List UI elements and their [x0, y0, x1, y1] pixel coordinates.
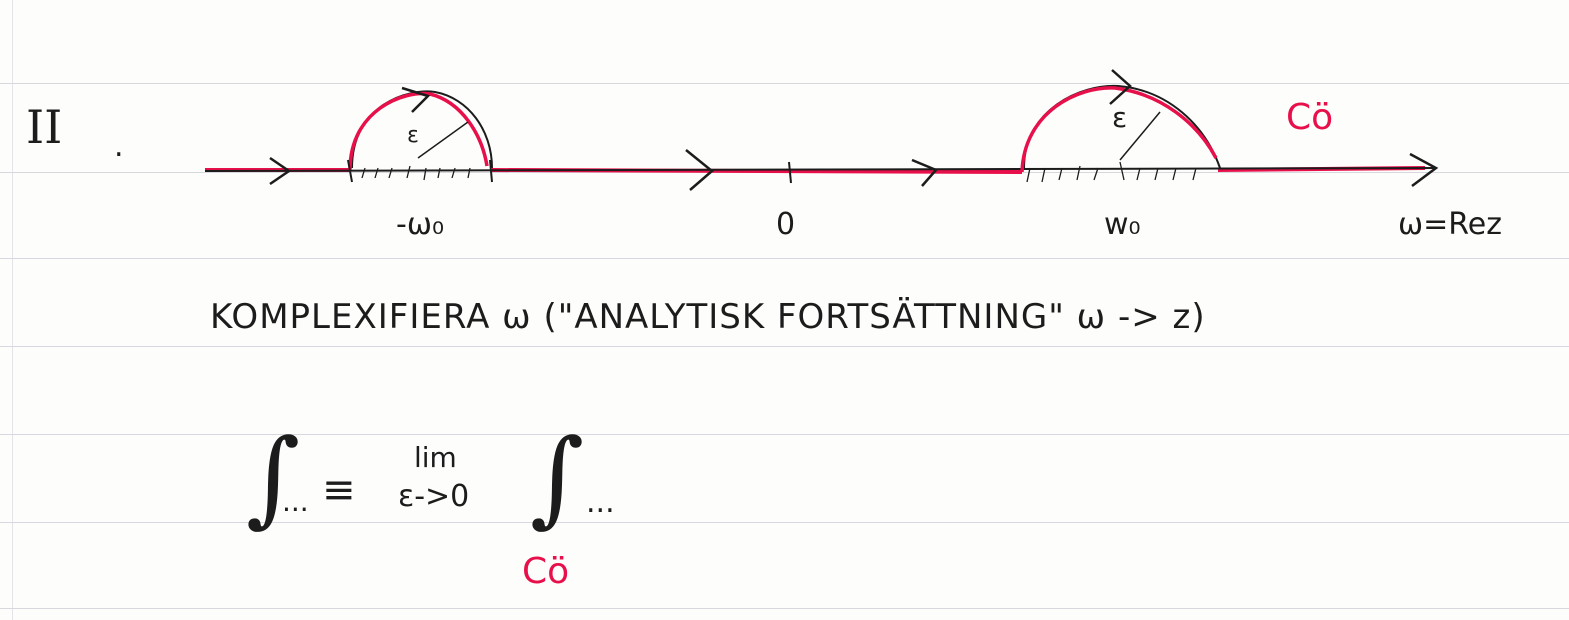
epsilon-left-label: ε	[407, 123, 419, 148]
contour-label: Cö	[1286, 97, 1334, 138]
right-pole-label: w₀	[1104, 207, 1141, 242]
integrand-left: ...	[282, 485, 309, 518]
lim-subscript: ε->0	[398, 479, 470, 514]
real-axis-line	[204, 167, 1436, 172]
ruled-line	[0, 608, 1569, 609]
axis-arrowhead	[1409, 152, 1439, 187]
left-pole-label: -ω₀	[396, 207, 444, 242]
left-epsilon-radius	[417, 121, 469, 159]
direction-arrow-3	[911, 158, 939, 187]
epsilon-right-label: ε	[1112, 101, 1128, 134]
section-label: II	[26, 100, 63, 154]
right-arc-arrow	[1109, 69, 1132, 105]
ruled-line	[0, 346, 1569, 347]
right-epsilon-radius	[1119, 111, 1161, 161]
integral-sign-right: ∫	[530, 416, 585, 538]
complexify-statement: KOMPLEXIFIERA ω ("ANALYTISK FORTSÄTTNING…	[210, 297, 1206, 337]
integral-sign-left: ∫	[246, 416, 301, 538]
margin-line	[12, 0, 13, 620]
lim-word: lim	[414, 441, 457, 474]
direction-arrow-2	[685, 149, 714, 191]
origin-label: 0	[776, 207, 796, 242]
ruled-line	[0, 434, 1569, 435]
left-hatch	[361, 165, 471, 181]
direction-arrow-1	[269, 156, 292, 186]
left-semicircle-red	[348, 91, 489, 171]
ruled-line	[0, 83, 1569, 84]
ruled-line	[0, 522, 1569, 523]
origin-tick	[788, 161, 792, 184]
ruled-line	[0, 258, 1569, 259]
right-hatch	[1026, 161, 1197, 183]
integrand-right: ...	[586, 485, 615, 520]
axis-label: ω=Rez	[1398, 207, 1502, 242]
left-end-tick	[347, 159, 493, 183]
right-semicircle-red	[1020, 86, 1218, 173]
contour-subscript: Cö	[522, 551, 570, 592]
section-bullet: .	[114, 129, 124, 164]
equiv-sign: ≡	[322, 467, 356, 513]
left-arc-arrow	[401, 86, 431, 113]
